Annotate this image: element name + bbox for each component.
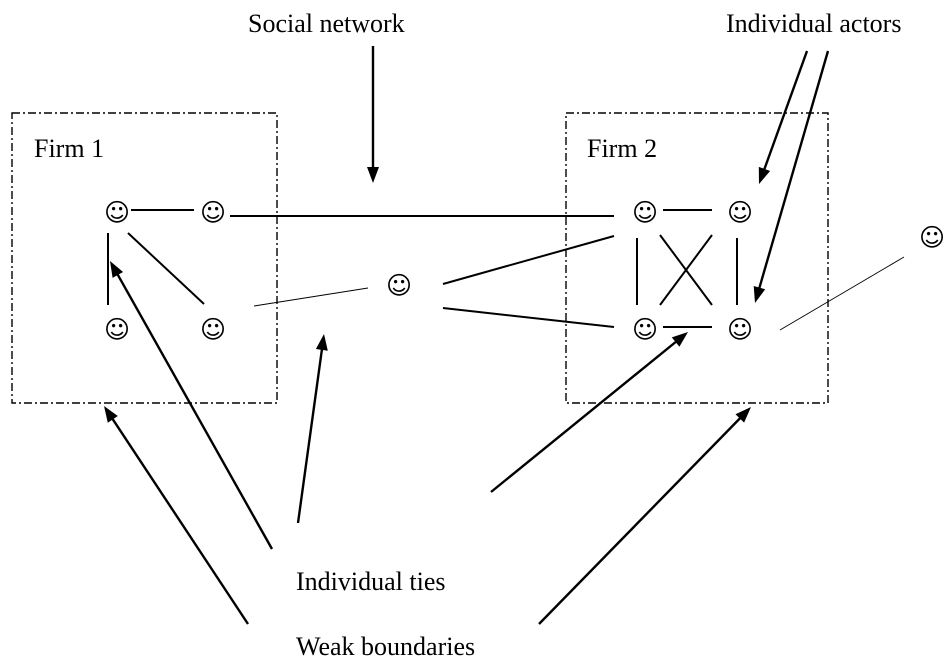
firm-2-boundary: [565, 112, 829, 404]
firm-2-label: Firm 2: [587, 134, 657, 163]
actor-arrow-bottom-head: [753, 286, 766, 303]
social-network-label: Social network: [248, 9, 405, 38]
ties-arrow-firm2-head: [671, 332, 688, 347]
ties-arrow-firm2: [490, 333, 686, 493]
individual-ties-label: Individual ties: [296, 567, 445, 596]
ties-arrow-center: [296, 337, 325, 524]
ties-arrow-center-head: [315, 334, 328, 351]
tie-center-f2c: [442, 307, 615, 328]
firm-1-label: Firm 1: [34, 134, 104, 163]
actor-firm1-d-icon: ☺: [200, 315, 226, 344]
actor-arrow-top: [759, 50, 809, 181]
actor-outside-icon: ☺: [919, 223, 944, 252]
actor-firm2-b-icon: ☺: [727, 198, 753, 227]
weak-boundaries-label: Weak boundaries: [296, 632, 475, 661]
tie-f2b-f2c: [659, 234, 713, 306]
actor-arrow-top-head: [758, 166, 771, 184]
individual-actors-label: Individual actors: [726, 9, 901, 38]
actor-arrow-bottom: [754, 50, 830, 300]
weak-tie-f1d-center: [253, 287, 369, 307]
tie-center-f2a: [442, 235, 615, 285]
actor-firm1-b-icon: ☺: [200, 198, 226, 227]
actor-firm2-a-icon: ☺: [632, 198, 658, 227]
boundary-arrow-firm1: [105, 408, 250, 625]
boundary-arrow-firm2-head: [735, 407, 751, 423]
actor-center-icon: ☺: [386, 271, 412, 300]
firm-1-boundary: [11, 112, 278, 404]
ties-arrow-firm1: [110, 263, 274, 550]
ties-arrow-firm1-head: [110, 261, 124, 278]
actor-firm1-a-icon: ☺: [104, 198, 130, 227]
boundary-arrow-firm1-head: [104, 406, 118, 423]
actor-firm2-c-icon: ☺: [632, 315, 658, 344]
weak-tie-f2d-outside: [779, 256, 905, 331]
actor-firm2-d-icon: ☺: [727, 315, 753, 344]
boundary-arrow-firm2: [538, 409, 750, 625]
tie-f1a-f1d: [127, 232, 205, 305]
actor-firm1-c-icon: ☺: [104, 315, 130, 344]
annotation-arrows: [104, 46, 830, 625]
social-network-arrow-head: [367, 167, 379, 183]
